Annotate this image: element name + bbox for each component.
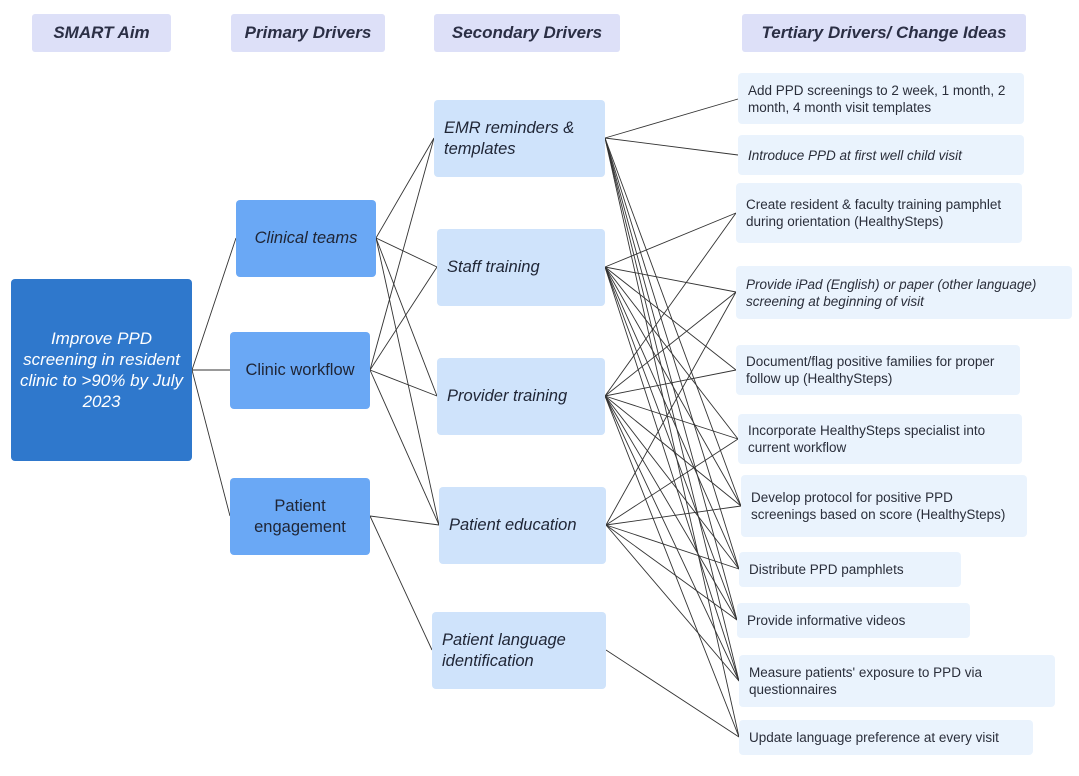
connector-secondary-1-to-tertiary-5 [604, 266, 739, 440]
tertiary-driver-videos: Provide informative videos [737, 603, 970, 638]
connector-primary-0-to-secondary-2 [375, 237, 438, 397]
connector-aim-to-primary-2 [191, 369, 231, 517]
connector-secondary-1-to-tertiary-8 [604, 266, 738, 621]
primary-driver-clinic-workflow: Clinic workflow [230, 332, 370, 409]
connector-secondary-1-to-tertiary-2 [604, 212, 737, 268]
connector-secondary-4-to-tertiary-10 [605, 649, 740, 738]
connector-secondary-2-to-tertiary-2 [604, 212, 737, 397]
header-tertiary-drivers: Tertiary Drivers/ Change Ideas [742, 14, 1026, 52]
connector-primary-1-to-secondary-3 [369, 369, 440, 526]
primary-driver-patient-engagement: Patient engagement [230, 478, 370, 555]
connector-secondary-0-to-tertiary-9 [604, 137, 740, 682]
tertiary-driver-training-pamphlet: Create resident & faculty training pamph… [736, 183, 1022, 243]
secondary-driver-provider-training: Provider training [437, 358, 605, 435]
header-primary-drivers: Primary Drivers [231, 14, 385, 52]
tertiary-driver-first-visit: Introduce PPD at first well child visit [738, 135, 1024, 175]
header-secondary-drivers: Secondary Drivers [434, 14, 620, 52]
primary-driver-clinical-teams: Clinical teams [236, 200, 376, 277]
tertiary-driver-ppd-templates: Add PPD screenings to 2 week, 1 month, 2… [738, 73, 1024, 124]
connector-primary-0-to-secondary-1 [375, 237, 438, 268]
connector-secondary-1-to-tertiary-3 [604, 266, 737, 293]
connector-primary-0-to-secondary-0 [375, 137, 435, 239]
connector-secondary-3-to-tertiary-5 [605, 438, 739, 526]
connector-aim-to-primary-0 [191, 237, 237, 371]
connector-secondary-3-to-tertiary-9 [605, 524, 740, 682]
connector-primary-1-to-secondary-0 [369, 137, 435, 371]
connector-secondary-2-to-tertiary-8 [604, 395, 738, 621]
connector-secondary-0-to-tertiary-10 [604, 137, 740, 738]
connector-secondary-3-to-tertiary-7 [605, 524, 740, 570]
tertiary-driver-flag-positive: Document/flag positive families for prop… [736, 345, 1020, 395]
secondary-driver-emr-reminders: EMR reminders & templates [434, 100, 605, 177]
tertiary-driver-language-preference: Update language preference at every visi… [739, 720, 1033, 755]
connector-primary-2-to-secondary-3 [369, 515, 440, 526]
connector-primary-1-to-secondary-2 [369, 369, 438, 397]
secondary-driver-patient-education: Patient education [439, 487, 606, 564]
connector-secondary-3-to-tertiary-3 [605, 291, 737, 526]
secondary-driver-patient-language: Patient language identification [432, 612, 606, 689]
connector-secondary-0-to-tertiary-6 [604, 137, 742, 507]
header-smart-aim: SMART Aim [32, 14, 171, 52]
connector-secondary-1-to-tertiary-6 [604, 266, 742, 507]
tertiary-driver-healthysteps-specialist: Incorporate HealthySteps specialist into… [738, 414, 1022, 464]
tertiary-driver-protocol: Develop protocol for positive PPD screen… [741, 475, 1027, 537]
connector-secondary-2-to-tertiary-6 [604, 395, 742, 507]
connector-secondary-0-to-tertiary-1 [604, 137, 739, 156]
tertiary-driver-questionnaires: Measure patients' exposure to PPD via qu… [739, 655, 1055, 707]
connector-secondary-1-to-tertiary-9 [604, 266, 740, 682]
connector-secondary-3-to-tertiary-6 [605, 505, 742, 526]
connector-secondary-2-to-tertiary-4 [604, 369, 737, 397]
connector-secondary-2-to-tertiary-10 [604, 395, 740, 738]
connector-primary-1-to-secondary-1 [369, 266, 438, 371]
connector-secondary-2-to-tertiary-3 [604, 291, 737, 397]
connector-primary-2-to-secondary-4 [369, 515, 433, 651]
connector-secondary-0-to-tertiary-8 [604, 137, 738, 621]
tertiary-driver-ipad-screening: Provide iPad (English) or paper (other l… [736, 266, 1072, 319]
connector-secondary-2-to-tertiary-9 [604, 395, 740, 682]
tertiary-driver-pamphlets: Distribute PPD pamphlets [739, 552, 961, 587]
connector-secondary-1-to-tertiary-4 [604, 266, 737, 371]
connector-primary-0-to-secondary-3 [375, 237, 440, 526]
connector-secondary-3-to-tertiary-8 [605, 524, 738, 621]
connector-secondary-2-to-tertiary-5 [604, 395, 739, 440]
secondary-driver-staff-training: Staff training [437, 229, 605, 306]
smart-aim-box: Improve PPD screening in resident clinic… [11, 279, 192, 461]
connector-secondary-0-to-tertiary-0 [604, 98, 739, 139]
